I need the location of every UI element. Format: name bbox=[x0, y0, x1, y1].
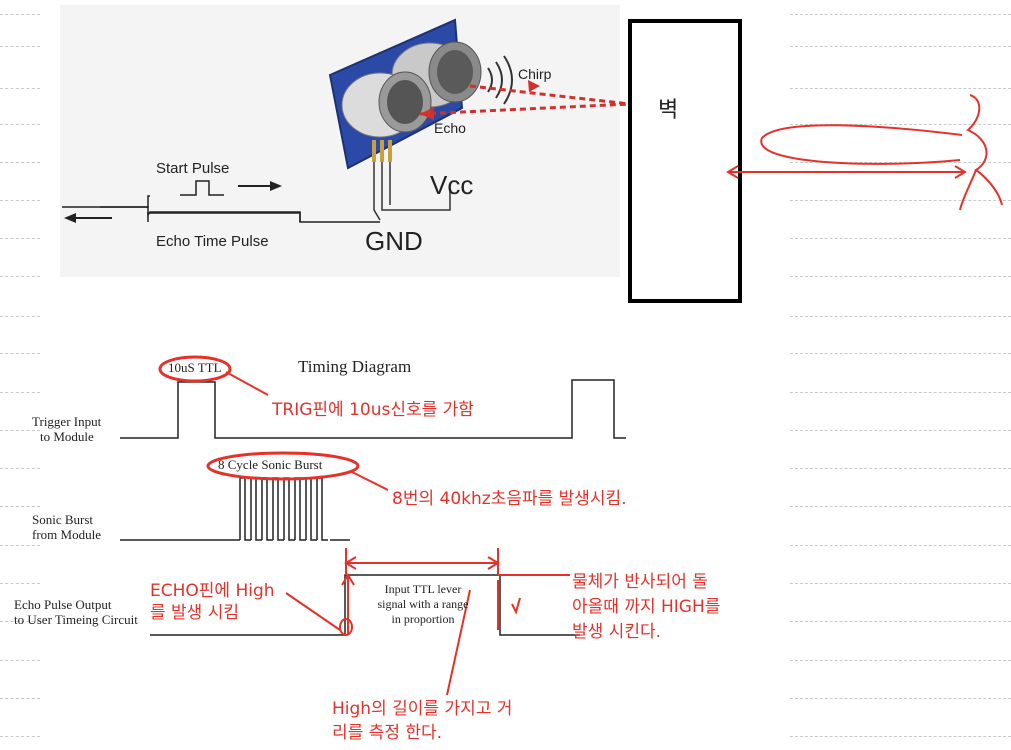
burst-pulse bbox=[272, 477, 284, 541]
gnd-label: GND bbox=[365, 226, 423, 256]
burst-label: 8 Cycle Sonic Burst bbox=[218, 457, 323, 472]
echo-label: Echo bbox=[434, 120, 466, 136]
wall-box bbox=[628, 19, 742, 303]
echo-time-pulse-label: Echo Time Pulse bbox=[156, 233, 269, 250]
burst-pulse bbox=[261, 477, 273, 541]
burst-pulse bbox=[316, 477, 328, 541]
burst-pulse bbox=[283, 477, 295, 541]
ttl-label: 10uS TTL bbox=[168, 360, 222, 375]
burst-note: 8번의 40khz초음파를 발생시킴. bbox=[392, 489, 627, 509]
burst-pulse bbox=[305, 477, 317, 541]
trig-note: TRIG핀에 10us신호를 가함 bbox=[272, 400, 474, 420]
burst-pulse bbox=[250, 477, 262, 541]
vcc-label: Vcc bbox=[430, 170, 474, 200]
burst-pulse bbox=[239, 477, 251, 541]
sensor-photo-background bbox=[60, 5, 620, 277]
timing-diagram-title: Timing Diagram bbox=[298, 357, 412, 376]
burst-pulse bbox=[294, 477, 306, 541]
start-pulse-label: Start Pulse bbox=[156, 160, 230, 177]
ultrasonic-sensor-icon bbox=[328, 18, 482, 170]
chirp-label: Chirp bbox=[518, 66, 552, 82]
wall-label: 벽 bbox=[658, 98, 679, 123]
